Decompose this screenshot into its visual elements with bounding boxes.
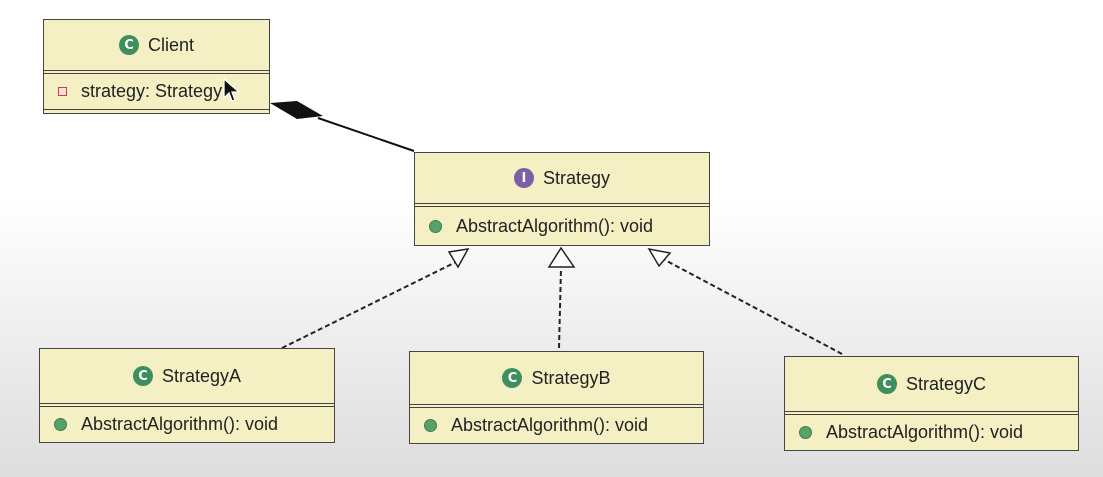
composition-diamond-icon <box>270 101 323 119</box>
class-name: StrategyC <box>905 373 987 394</box>
class-strategy-a[interactable]: C StrategyA AbstractAlgorithm(): void <box>39 348 335 443</box>
public-method-icon <box>424 419 437 432</box>
class-name: Client <box>147 34 195 55</box>
class-strategy-b[interactable]: C StrategyB AbstractAlgorithm(): void <box>409 351 704 444</box>
class-name: Strategy <box>542 167 611 188</box>
private-field-icon <box>58 87 67 96</box>
method-text: AbstractAlgorithm(): void <box>456 215 654 236</box>
public-method-icon <box>429 219 442 233</box>
class-header: C StrategyB <box>410 352 703 404</box>
public-method-icon <box>799 426 812 439</box>
interface-strategy[interactable]: I Strategy AbstractAlgorithm(): void <box>414 152 710 246</box>
class-name: StrategyA <box>161 365 242 386</box>
method-row: AbstractAlgorithm(): void <box>40 407 334 441</box>
divider <box>410 404 703 408</box>
class-name: StrategyB <box>531 367 611 388</box>
realization-arrowhead-icon <box>447 248 470 269</box>
method-row: AbstractAlgorithm(): void <box>415 207 709 245</box>
realization-arrowhead-icon <box>547 246 576 268</box>
class-badge-icon: C <box>132 366 153 386</box>
divider <box>44 70 269 74</box>
divider <box>44 109 269 112</box>
class-badge-icon: C <box>118 35 139 55</box>
realization-edge-b <box>547 246 576 349</box>
attribute-row: strategy: Strategy <box>44 74 269 109</box>
realization-arrowhead-icon <box>647 247 672 268</box>
mouse-cursor-icon <box>223 78 241 102</box>
method-row: AbstractAlgorithm(): void <box>410 408 703 443</box>
divider <box>415 203 709 207</box>
class-badge-icon: C <box>502 368 523 388</box>
interface-badge-icon: I <box>513 168 534 188</box>
attribute-text: strategy: Strategy <box>81 81 223 101</box>
class-header: C StrategyC <box>785 357 1078 411</box>
divider <box>785 411 1078 415</box>
realization-edge-c <box>647 247 843 355</box>
class-strategy-c[interactable]: C StrategyC AbstractAlgorithm(): void <box>784 356 1079 451</box>
method-text: AbstractAlgorithm(): void <box>81 413 279 434</box>
method-row: AbstractAlgorithm(): void <box>785 415 1078 450</box>
realization-edge-a <box>281 248 470 349</box>
class-badge-icon: C <box>876 374 897 394</box>
class-header: I Strategy <box>415 153 709 203</box>
method-text: AbstractAlgorithm(): void <box>826 422 1024 442</box>
class-header: C StrategyA <box>40 349 334 403</box>
divider <box>40 403 334 407</box>
public-method-icon <box>54 417 67 431</box>
method-text: AbstractAlgorithm(): void <box>451 415 649 435</box>
class-header: C Client <box>44 20 269 70</box>
composition-edge <box>270 101 415 152</box>
